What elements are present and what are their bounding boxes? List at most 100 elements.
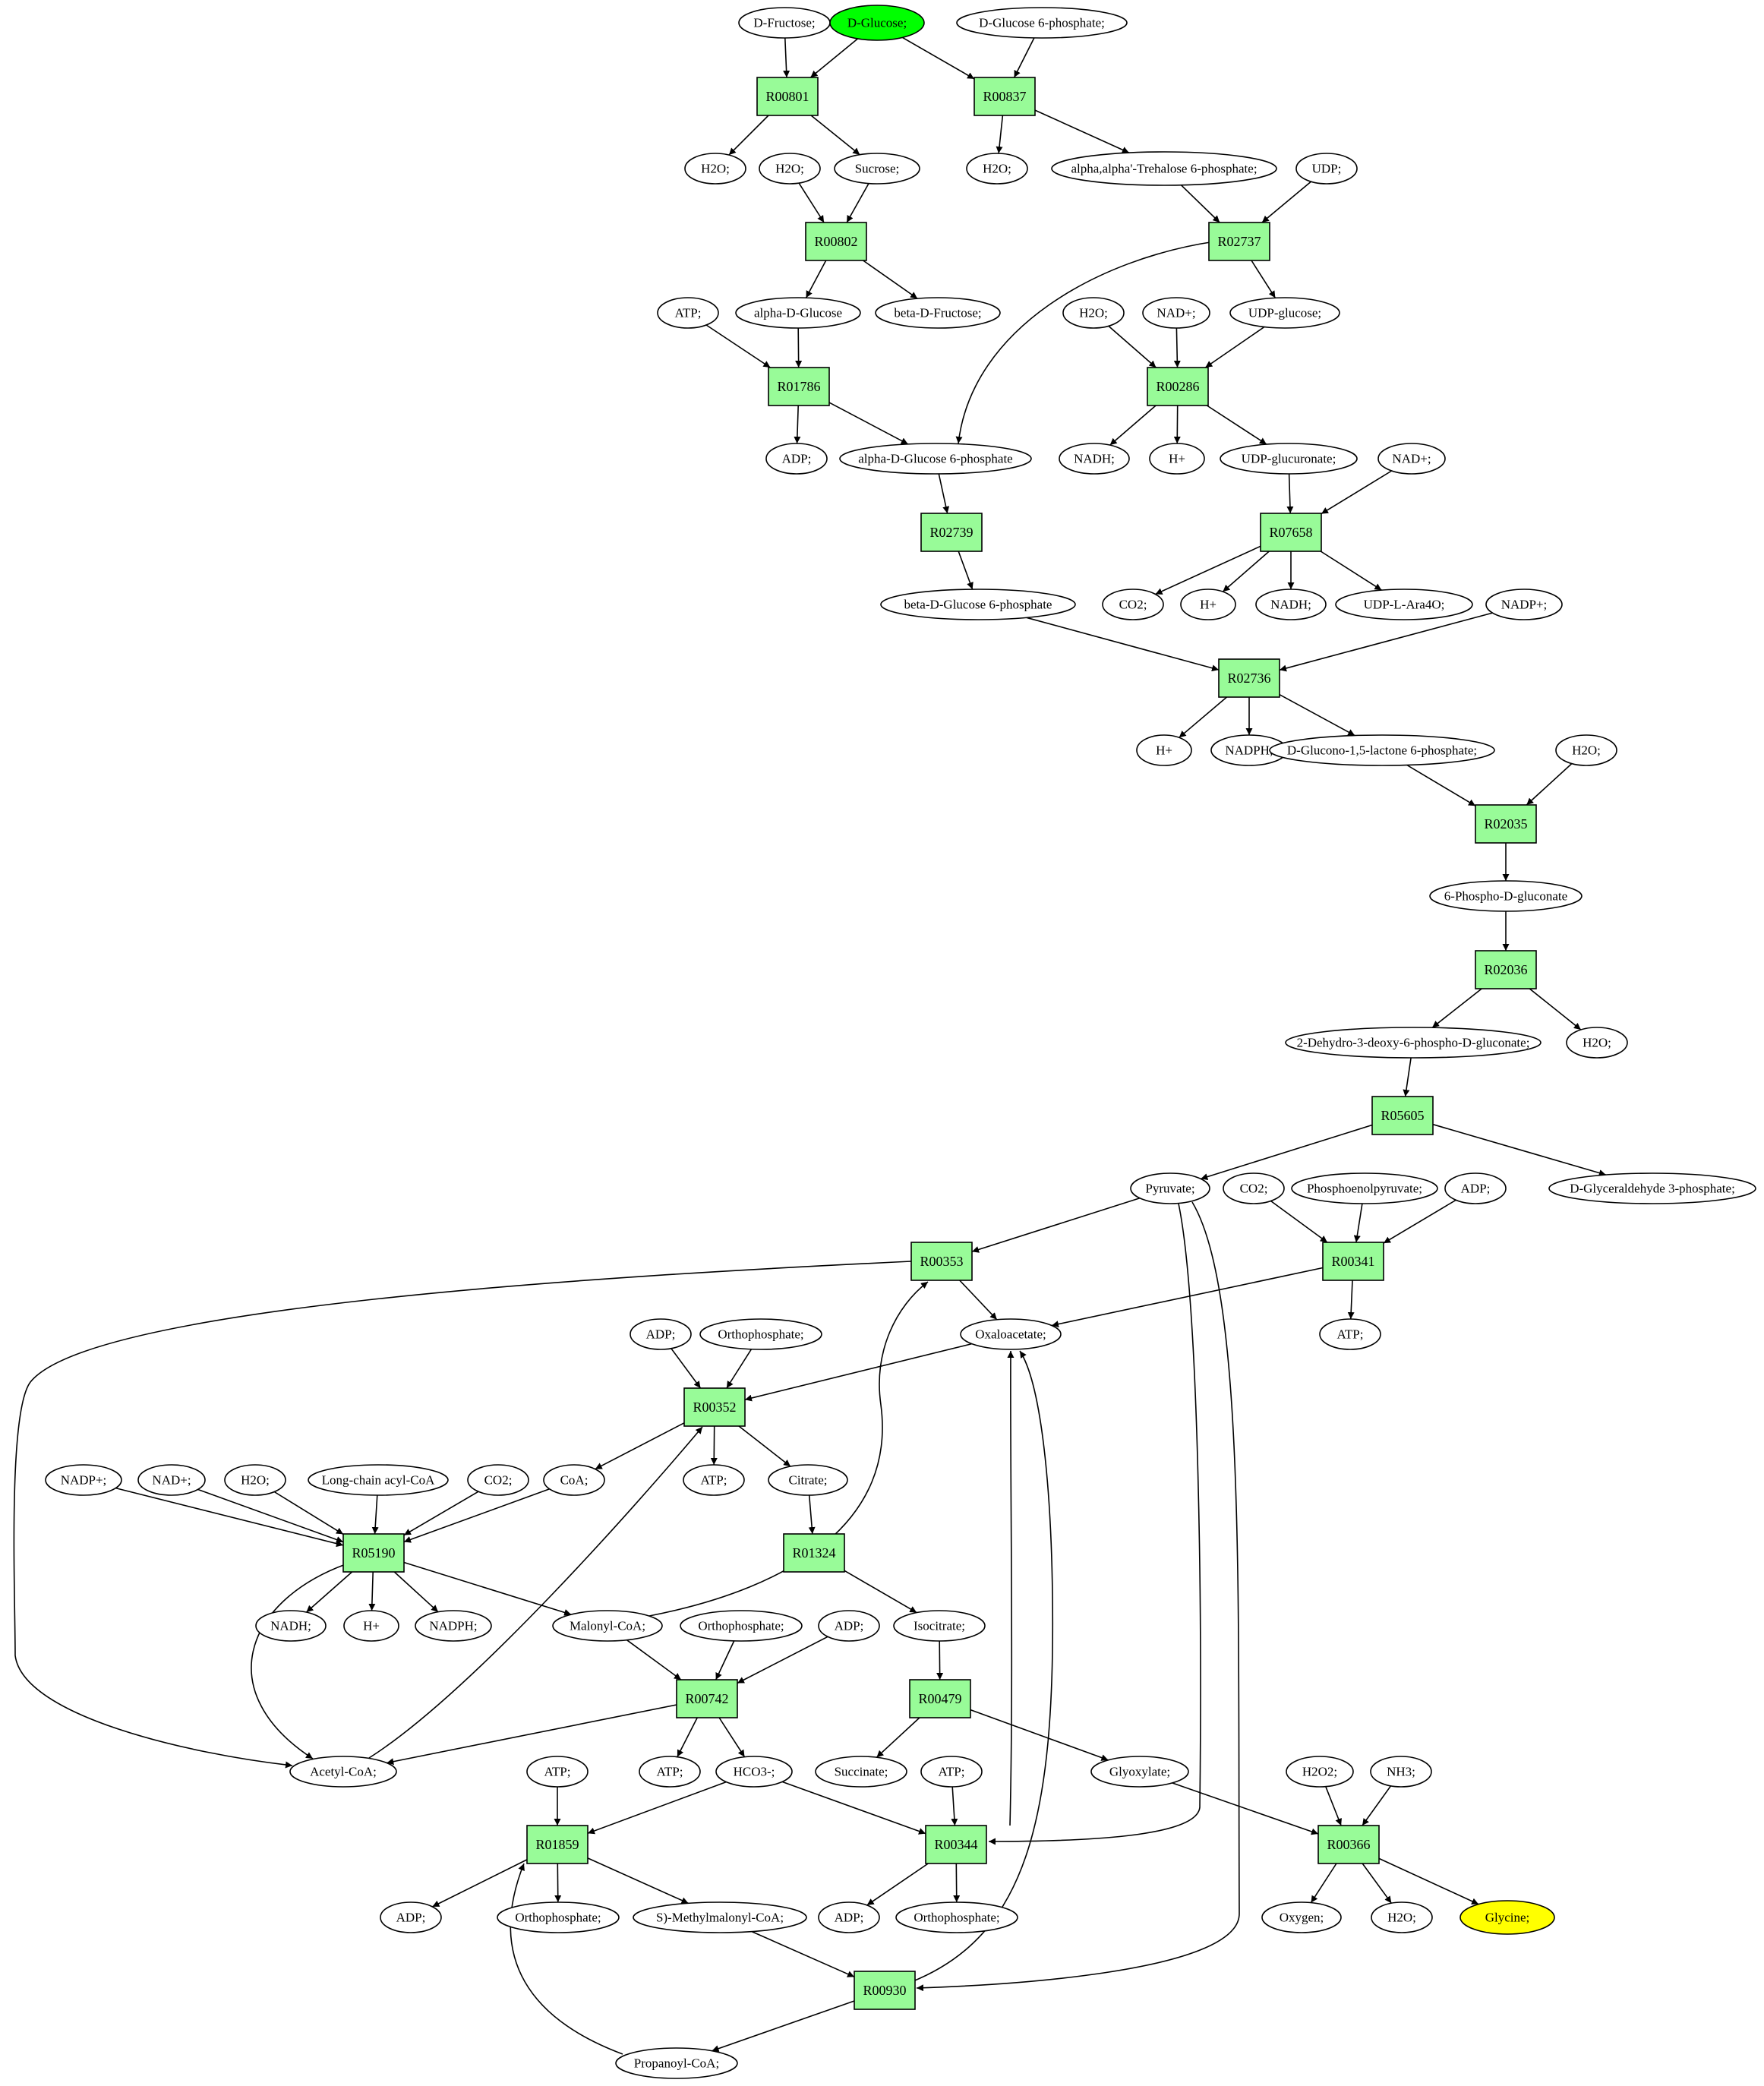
metabolite-ellipse xyxy=(1090,1756,1189,1788)
metabolite-succinate: Succinate; xyxy=(815,1756,907,1788)
reaction-box xyxy=(1147,367,1209,406)
reaction-label: R00479 xyxy=(918,1691,961,1706)
metabolite-sucrose: Sucrose; xyxy=(834,153,920,185)
metabolite-ellipse xyxy=(1051,151,1277,186)
metabolite-ellipse xyxy=(1371,1901,1433,1933)
reaction-label: R02736 xyxy=(1227,671,1270,686)
edge-r00286-to-udpglucuronate xyxy=(1206,405,1267,445)
reaction-label: R01859 xyxy=(535,1837,579,1852)
metabolite-trehalose6p: alpha,alpha'-Trehalose 6-phosphate; xyxy=(1051,151,1277,186)
metabolite-propanoylcoa: Propanoyl-CoA; xyxy=(615,2047,738,2079)
metabolite-label: ATP; xyxy=(675,306,702,320)
metabolite-label: NADH; xyxy=(1270,598,1311,612)
metabolite-adp_b: ADP; xyxy=(1444,1172,1507,1204)
metabolite-ellipse xyxy=(1180,589,1236,620)
metabolite-label: D-Glyceraldehyde 3-phosphate; xyxy=(1570,1182,1735,1196)
metabolite-label: Citrate; xyxy=(789,1473,828,1488)
metabolite-h2o_a: H2O; xyxy=(684,153,746,185)
metabolite-label: H2O; xyxy=(1572,743,1601,758)
metabolite-ellipse xyxy=(1269,734,1495,766)
edge-r00837-to-h2o_c xyxy=(996,115,1004,154)
metabolite-acetylcoa: Acetyl-CoA; xyxy=(289,1756,397,1788)
metabolite-label: CoA; xyxy=(560,1473,589,1488)
metabolite-label: 2-Dehydro-3-deoxy-6-phospho-D-gluconate; xyxy=(1297,1036,1530,1050)
metabolite-ellipse xyxy=(1295,153,1358,185)
reaction-r02035: R02035 xyxy=(1475,804,1537,844)
edge-r00286-to-nadh_a xyxy=(1109,405,1157,446)
metabolite-betag6p: beta-D-Glucose 6-phosphate xyxy=(880,589,1076,620)
metabolite-ellipse xyxy=(895,1901,1018,1933)
edge-r07658-to-co2_a xyxy=(1155,545,1261,595)
edge-pyruvate-to-r00353 xyxy=(971,1198,1141,1253)
metabolite-label: NADH; xyxy=(1074,452,1115,466)
metabolite-label: Succinate; xyxy=(835,1765,888,1779)
edge-r00366-to-glycine xyxy=(1378,1857,1479,1905)
reaction-label: R00742 xyxy=(685,1691,728,1706)
metabolite-ellipse xyxy=(920,1756,983,1788)
metabolite-h2o_b: H2O; xyxy=(759,153,821,185)
edge-r01324-to-isocitrate xyxy=(844,1570,917,1614)
edge-propanoylcoa-to-r01859 xyxy=(510,1863,623,2055)
metabolite-ellipse xyxy=(1335,589,1473,620)
edge-h2o_g-to-r05190 xyxy=(273,1491,344,1535)
reaction-box xyxy=(925,1825,987,1864)
edge-r00366-to-h2o_h xyxy=(1362,1863,1392,1904)
edge-r00352-to-atp_c xyxy=(710,1425,718,1466)
reaction-r00353: R00353 xyxy=(910,1242,973,1281)
metabolite-ellipse xyxy=(699,1318,822,1350)
metabolite-adp_f: ADP; xyxy=(818,1901,880,1933)
metabolite-adp_c: ADP; xyxy=(630,1318,692,1350)
metabolite-nadh_b: NADH; xyxy=(1255,589,1327,620)
metabolite-label: ATP; xyxy=(657,1765,683,1779)
edge-dglucose-to-r00837 xyxy=(902,36,975,80)
reaction-r07658: R07658 xyxy=(1260,513,1322,552)
metabolite-ellipse xyxy=(552,1610,663,1642)
reaction-r00802: R00802 xyxy=(805,222,867,261)
edge-r00930-to-oxaloacetate xyxy=(910,1350,1054,1983)
metabolite-co2_c: CO2; xyxy=(467,1464,529,1496)
edge-malonylcoa-to-r00742 xyxy=(626,1639,682,1680)
metabolite-label: D-Glucose 6-phosphate; xyxy=(979,16,1105,30)
edge-dg6p_top-to-r00837 xyxy=(1013,37,1035,78)
edge-co2_b-to-r00341 xyxy=(1270,1200,1328,1243)
reaction-label: R00801 xyxy=(765,89,809,104)
metabolite-label: Acetyl-CoA; xyxy=(310,1765,377,1779)
edge-isocitrate-to-r00479 xyxy=(936,1640,944,1680)
metabolite-ellipse xyxy=(715,1756,793,1788)
reaction-label: R00286 xyxy=(1156,379,1199,394)
metabolite-h2o_g: H2O; xyxy=(224,1464,286,1496)
metabolite-label: H2O; xyxy=(775,162,804,176)
metabolite-ellipse xyxy=(684,153,746,185)
metabolite-label: alpha-D-Glucose 6-phosphate xyxy=(858,452,1012,466)
edge-r05190-to-acetylcoa xyxy=(251,1564,346,1759)
metabolite-gap: D-Glyceraldehyde 3-phosphate; xyxy=(1548,1172,1756,1204)
metabolite-label: H+ xyxy=(363,1619,380,1633)
edge-lcacylcoa-to-r05190 xyxy=(371,1494,379,1535)
reaction-label: R05605 xyxy=(1381,1108,1424,1123)
metabolite-label: beta-D-Fructose; xyxy=(894,306,981,320)
metabolite-nad_b: NAD+; xyxy=(1377,443,1446,475)
edge-r07658-to-hplus_b xyxy=(1222,551,1270,592)
metabolite-ellipse xyxy=(829,5,925,41)
reaction-r00352: R00352 xyxy=(683,1387,746,1427)
reaction-box xyxy=(783,1533,845,1573)
metabolite-label: CO2; xyxy=(1119,598,1147,612)
reaction-box xyxy=(909,1679,971,1718)
reaction-r00479: R00479 xyxy=(909,1679,971,1718)
reaction-box xyxy=(1475,804,1537,844)
metabolite-label: NAD+; xyxy=(152,1473,191,1488)
metabolite-adp_e: ADP; xyxy=(380,1901,442,1933)
metabolite-udp: UDP; xyxy=(1295,153,1358,185)
reaction-label: R00353 xyxy=(920,1254,963,1269)
edge-r01786-to-adp_a xyxy=(794,405,801,444)
metabolite-nad_a: NAD+; xyxy=(1142,297,1210,329)
edge-r00353-to-oxaloacetate xyxy=(959,1280,998,1321)
metabolite-label: CO2; xyxy=(1240,1182,1268,1196)
metabolite-hco3: HCO3-; xyxy=(715,1756,793,1788)
metabolite-nad_c: NAD+; xyxy=(137,1464,206,1496)
edge-trehalose6p-to-r02737 xyxy=(1180,185,1220,223)
metabolite-ellipse xyxy=(1444,1172,1507,1204)
reaction-label: R02737 xyxy=(1217,234,1261,249)
edge-r02737-to-alphag6p xyxy=(955,241,1216,444)
metabolite-label: NADPH; xyxy=(429,1619,477,1633)
